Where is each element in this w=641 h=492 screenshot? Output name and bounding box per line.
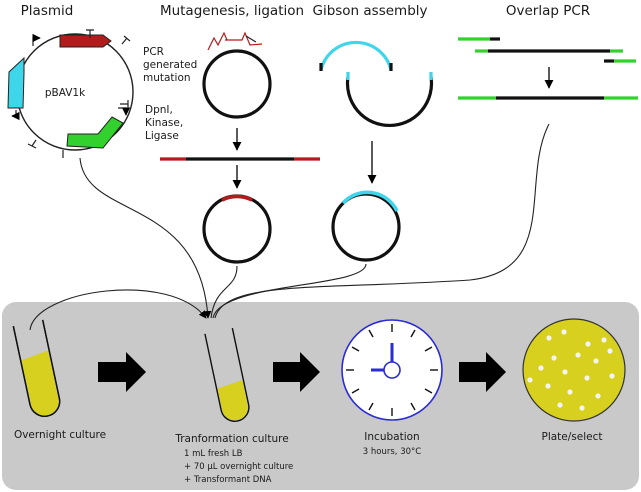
step-overnight-title: Overnight culture xyxy=(14,429,106,441)
transformation-detail-3: + Transformant DNA xyxy=(184,475,272,485)
overnight-liquid xyxy=(21,350,59,416)
gibson-column xyxy=(319,40,434,262)
process-arrow-1 xyxy=(98,352,146,392)
template-plasmid xyxy=(202,49,272,119)
enzymes-label-line3: Ligase xyxy=(145,130,179,142)
step-plate-title: Plate/select xyxy=(542,431,603,443)
transformation-liquid xyxy=(217,380,248,421)
heading-gibson: Gibson assembly xyxy=(312,3,427,19)
enzymes-label-line2: Kinase, xyxy=(145,117,183,129)
gibson-vector xyxy=(345,76,434,127)
plasmid-red-gene xyxy=(59,34,112,48)
gibson-insert xyxy=(319,40,393,71)
pcr-label-line3: mutation xyxy=(143,72,191,84)
step-transformation-title: Tranformation culture xyxy=(174,433,288,445)
heading-overlap: Overlap PCR xyxy=(506,3,590,19)
gibson-product xyxy=(331,192,401,262)
transformation-detail-1: 1 mL fresh LB xyxy=(184,449,243,459)
plasmid-green-gene xyxy=(66,116,124,149)
incubation-detail: 3 hours, 30°C xyxy=(363,447,421,457)
plasmid-map xyxy=(7,29,134,158)
process-arrow-3 xyxy=(459,352,506,392)
mutagenesis-column xyxy=(160,31,320,264)
mutation-site xyxy=(221,194,253,202)
connector-curves xyxy=(29,123,550,331)
overlap-column xyxy=(458,37,638,100)
heading-plasmid: Plasmid xyxy=(21,3,74,19)
heading-mutagenesis: Mutagenesis, ligation xyxy=(160,3,304,19)
process-panel xyxy=(2,302,639,490)
plasmid-cyan-gene xyxy=(7,56,25,109)
primer-squiggle-2 xyxy=(225,31,263,46)
pcr-label-line2: generated xyxy=(143,59,197,71)
enzymes-label-line1: DpnI, xyxy=(145,104,173,116)
plasmid-name: pBAV1k xyxy=(45,87,86,99)
mutated-plasmid xyxy=(202,194,272,264)
process-arrow-2 xyxy=(273,352,320,392)
transformation-tube xyxy=(204,327,250,422)
overnight-tube xyxy=(12,319,61,417)
transformation-detail-2: + 70 µL overnight culture xyxy=(184,462,293,472)
agar-plate xyxy=(522,318,626,422)
step-incubation-title: Incubation xyxy=(364,431,419,443)
clock-icon xyxy=(341,319,443,421)
primer-squiggle-1 xyxy=(207,31,228,51)
pcr-label-line1: PCR xyxy=(143,46,164,58)
